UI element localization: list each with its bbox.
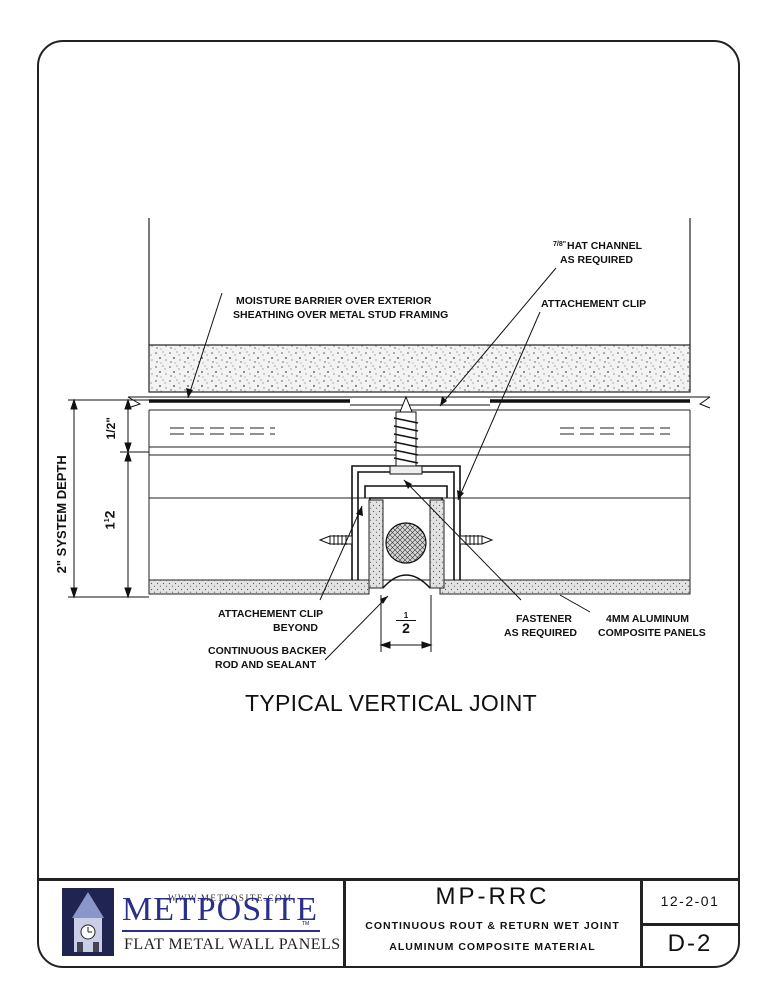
hat-channel-callout-2: AS REQUIRED (560, 254, 633, 266)
fastener-callout-2: AS REQUIRED (504, 627, 577, 639)
one-and-half-den: 2 (101, 510, 118, 519)
hat-channel (148, 409, 691, 581)
side-fasteners (318, 535, 494, 545)
backer-rod (385, 522, 427, 564)
joint-width-den: 2 (402, 620, 410, 636)
system-depth-label: 2" SYSTEM DEPTH (53, 455, 69, 574)
logo-url: WWW.METPOSITE.COM (168, 893, 293, 903)
title-block-divider-1 (343, 878, 346, 968)
drawing-title: TYPICAL VERTICAL JOINT (244, 690, 538, 716)
logo-tagline: FLAT METAL WALL PANELS (124, 936, 341, 953)
hat-channel-callout-1: HAT CHANNEL (567, 240, 643, 252)
moisture-barrier-callout-1: MOISTURE BARRIER OVER EXTERIOR (236, 295, 432, 307)
system-depth-dimension (68, 398, 149, 599)
logo-tower-icon (62, 888, 114, 956)
joint-width-label: 1 2 (396, 611, 416, 636)
composite-panels (148, 579, 691, 595)
joint-width-dimension (379, 595, 433, 652)
product-code: MP-RRC (435, 883, 550, 910)
backer-rod-callout-2: ROD AND SEALANT (215, 659, 317, 671)
half-inch-dimension: 1/2" (103, 417, 118, 440)
sheet-number: D-2 (667, 930, 713, 957)
fastener-screw (389, 395, 423, 475)
hat-channel-fraction: 7/8" (553, 241, 567, 248)
moisture-barrier-callout-2: SHEATHING OVER METAL STUD FRAMING (233, 309, 449, 321)
panel-returns (368, 499, 445, 589)
logo-underline (122, 930, 320, 932)
attachment-clip-beyond-callout-2: BEYOND (273, 622, 318, 634)
panels-callout-1: 4MM ALUMINUM (606, 613, 690, 625)
title-block-top-border (37, 878, 740, 881)
logo-name: METPOSITE (122, 891, 318, 928)
fastener-callout-1: FASTENER (516, 613, 573, 625)
one-and-half-whole: 1 (102, 522, 118, 530)
exterior-sheathing (148, 344, 691, 393)
drawing-date: 12-2-01 (660, 893, 720, 909)
joint-width-num: 1 (396, 611, 416, 621)
description-line-1: CONTINUOUS ROUT & RETURN WET JOINT (365, 920, 620, 932)
panels-callout-2: COMPOSITE PANELS (598, 627, 706, 639)
attachment-clip-callout: ATTACHEMENT CLIP (541, 298, 647, 310)
stud-lines (148, 218, 691, 345)
moisture-barrier (127, 396, 711, 409)
logo-trademark: TM (302, 921, 310, 927)
title-block-divider-3 (640, 923, 740, 926)
one-and-half-dimension: 112 (101, 511, 117, 530)
drawing-sheet-border (37, 40, 740, 968)
attachment-clip-beyond-callout-1: ATTACHEMENT CLIP (218, 608, 324, 620)
leader-arrowheads (186, 388, 464, 604)
description-line-2: ALUMINUM COMPOSITE MATERIAL (389, 941, 596, 953)
one-and-half-num: 1 (104, 518, 112, 523)
backer-rod-callout-1: CONTINUOUS BACKER (208, 645, 327, 657)
leader-lines (187, 267, 591, 661)
